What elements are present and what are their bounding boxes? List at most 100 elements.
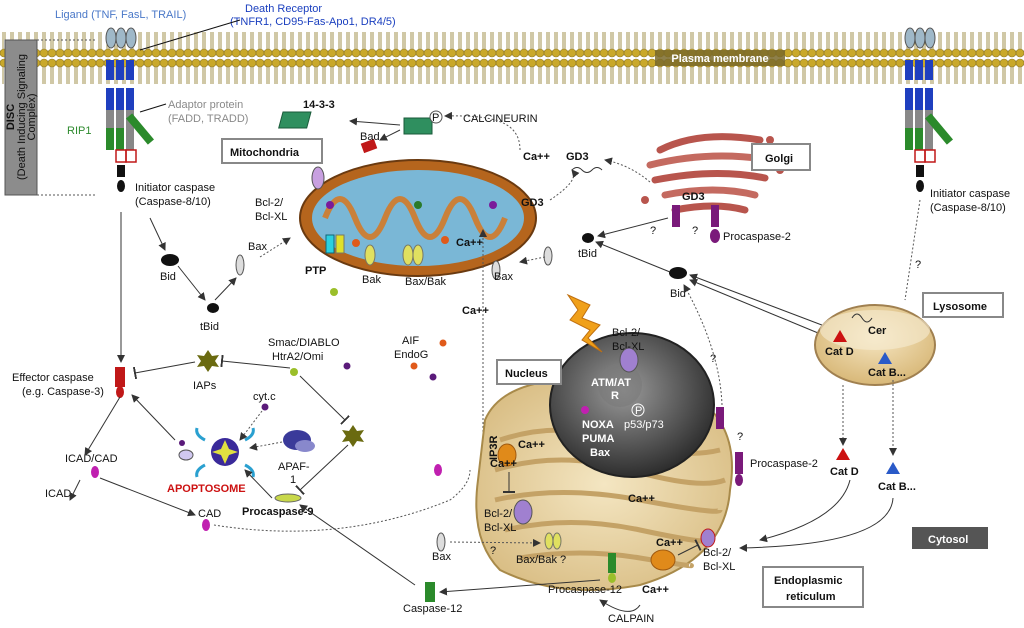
icad-cad-dot [91, 466, 99, 478]
cer-label: Cer [868, 325, 887, 337]
bax-bak-er: Bax/Bak ? [516, 554, 566, 566]
bax-er-shape-1 [544, 532, 554, 550]
bax-mito-right-shape [491, 260, 501, 280]
death-receptor-right [904, 27, 953, 192]
er-label-2: reticulum [786, 591, 836, 603]
lysosome-box [922, 292, 1004, 318]
mitochondria-box [221, 138, 323, 164]
iaps-label: IAPs [193, 380, 217, 392]
tbid-left: tBid [200, 321, 219, 333]
cat-b-cyto: Cat B... [878, 481, 916, 493]
golgi [641, 133, 784, 214]
tbid-right-shape [582, 233, 594, 243]
apaf1-1: APAF- [278, 461, 310, 473]
puma-label: PUMA [582, 433, 614, 445]
q-bax: ? [490, 545, 496, 557]
iap-2-shape [342, 425, 364, 447]
nucleus-cad-dot [581, 406, 589, 414]
tbid-right: tBid [578, 248, 597, 260]
caspase12-label: Caspase-12 [403, 603, 462, 615]
ca-channel-bottom [650, 549, 676, 571]
ca-mito: Ca++ [456, 237, 483, 249]
apaf1-2: 1 [290, 474, 296, 486]
bcl2-er-2: Bcl-XL [484, 522, 516, 534]
effector-caspase: Effector caspase [12, 372, 94, 384]
bcl2-nuc-2: Bcl-XL [612, 341, 644, 353]
aif-dot [439, 339, 447, 347]
bcl2-er-1: Bcl-2/ [484, 508, 513, 520]
caspase12-shape [425, 582, 435, 602]
er-label-1: Endoplasmic [774, 575, 842, 587]
cat-d-cyto-shape [836, 448, 850, 460]
cat-d-lyso: Cat D [825, 346, 854, 358]
endog-dot-1 [410, 362, 418, 370]
bax-cyto: Bax [432, 551, 451, 563]
procaspase2-golgi-shape [710, 229, 720, 243]
ca-er-bottom: Ca++ [656, 537, 683, 549]
bcl2-er-shape [513, 499, 533, 525]
nucleus [549, 332, 715, 478]
bax-bak-mito: Bax/Bak [405, 276, 446, 288]
cad-nucleus-dot [434, 464, 442, 476]
ca-er-to-mito: Ca++ [462, 305, 489, 317]
smac-dot [343, 362, 351, 370]
htra2-label: HtrA2/Omi [272, 351, 323, 363]
cytosol-box [912, 527, 988, 549]
apoptosome-label: APOPTOSOME [167, 483, 246, 495]
iaps-shape [197, 350, 219, 372]
bax-cyto-right-shape [543, 246, 553, 266]
smac-label: Smac/DIABLO [268, 337, 340, 349]
initiator-caspase-right: Initiator caspase [930, 188, 1010, 200]
cytc-label: cyt.c [253, 391, 276, 403]
bax-left-shape [235, 254, 245, 276]
bad-1433-complex [403, 117, 433, 135]
bax-left: Bax [248, 241, 267, 253]
htra2-dot [290, 368, 298, 376]
aif-label: AIF [402, 335, 419, 347]
bid-right-shape [669, 267, 687, 279]
calcineurin-label: CALCINEURIN [463, 113, 538, 125]
procaspase12-tail [608, 573, 616, 583]
ip3r-shape [497, 443, 517, 467]
bax-cyto-shape [436, 532, 446, 552]
q-nuc: ? [710, 353, 716, 365]
fourteen-three-three: 14-3-3 [278, 99, 335, 129]
procaspase2-er: Procaspase-2 [750, 458, 818, 470]
cad-label: CAD [198, 508, 221, 520]
bcl2-er-right-2: Bcl-XL [703, 561, 735, 573]
gd3-top: GD3 [566, 151, 589, 163]
gd3-mito: GD3 [521, 197, 544, 209]
bax-nuc-label: Bax [590, 447, 611, 459]
ligand-label: Ligand (TNF, FasL, TRAIL) [55, 9, 186, 21]
disc-sub1: (Death Inducing Signaling [16, 54, 28, 180]
cat-b-cyto-shape [886, 462, 900, 474]
procaspase9-shape [274, 493, 302, 503]
er-caspase-shape-1 [716, 407, 724, 429]
nucleus-label: Nucleus [505, 368, 548, 380]
er-box [762, 566, 864, 608]
atm-r-label: R [611, 390, 619, 402]
mitochondria [299, 159, 537, 277]
q-nuc2: ? [737, 431, 743, 443]
bid-right: Bid [670, 288, 686, 300]
p-p53: P [635, 405, 642, 417]
bad-shape [360, 138, 378, 154]
gd3-golgi: GD3 [682, 191, 705, 203]
q-golgi-2: ? [692, 225, 698, 237]
disc-label: DISC [5, 104, 17, 130]
procaspase2-golgi: Procaspase-2 [723, 231, 791, 243]
lysosome [814, 304, 936, 386]
noxa-label: NOXA [582, 419, 614, 431]
lysosome-label: Lysosome [933, 301, 987, 313]
golgi-label: Golgi [765, 153, 793, 165]
p-bad: P [432, 112, 439, 124]
effector-caspase-sub: (e.g. Caspase-3) [22, 386, 104, 398]
endog-dot-2 [429, 373, 437, 381]
initiator-caspase-right-sub: (Caspase-8/10) [930, 202, 1006, 214]
cytosol-label: Cytosol [928, 534, 968, 546]
disc-sub2: Complex) [26, 93, 38, 140]
cytc-dot [261, 403, 269, 411]
golgi-box [751, 143, 811, 171]
nucleus-box [496, 359, 562, 385]
